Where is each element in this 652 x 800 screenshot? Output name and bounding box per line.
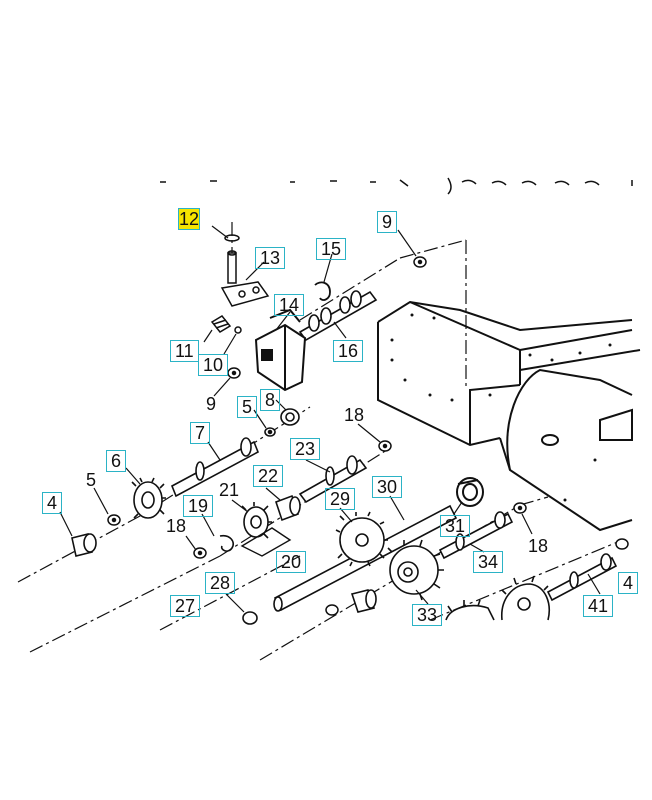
callout-20[interactable]: 20: [276, 551, 307, 573]
callout-10[interactable]: 10: [198, 354, 229, 376]
callout-19[interactable]: 19: [183, 495, 214, 517]
callout-9-left[interactable]: 9: [206, 394, 217, 414]
bushing-8: [264, 408, 300, 437]
washer-4-right: [615, 538, 629, 550]
callout-11[interactable]: 11: [170, 340, 199, 362]
callout-18-left[interactable]: 18: [166, 516, 187, 536]
sprocket-29: [335, 511, 388, 567]
shaft-16: [298, 290, 378, 342]
callout-33[interactable]: 33: [412, 604, 443, 626]
shaft-34: [438, 511, 514, 560]
top-fragment-marks: [160, 177, 633, 195]
clip-19: [219, 534, 235, 552]
callout-30[interactable]: 30: [372, 476, 403, 498]
sprocket-bottom-left: [445, 599, 495, 621]
bushing-4: [71, 533, 97, 557]
bushing-28: [242, 611, 258, 625]
callout-12[interactable]: 12: [178, 208, 201, 230]
shaft-7: [170, 437, 260, 498]
callout-28[interactable]: 28: [205, 572, 236, 594]
washer-18-left: [193, 547, 207, 559]
callout-6[interactable]: 6: [106, 450, 127, 472]
callout-18-upper[interactable]: 18: [344, 405, 365, 425]
callout-5-upper[interactable]: 5: [237, 396, 258, 418]
clip-15: [314, 281, 331, 301]
sleeve-31: [456, 477, 484, 507]
bushing-22: [274, 494, 301, 522]
callout-13[interactable]: 13: [255, 247, 286, 269]
frame-holes: [390, 313, 612, 502]
callout-29[interactable]: 29: [325, 488, 356, 510]
bracket-20: [240, 527, 292, 557]
callout-14[interactable]: 14: [274, 294, 305, 316]
callout-31[interactable]: 31: [440, 515, 471, 537]
callout-9-top[interactable]: 9: [377, 211, 398, 233]
washer-5-lower: [107, 514, 121, 526]
callout-27[interactable]: 27: [170, 595, 201, 617]
sprocket-bottom-right: [501, 575, 550, 621]
callout-41[interactable]: 41: [583, 595, 614, 617]
callout-4-right[interactable]: 4: [618, 572, 639, 594]
washer-9-top: [413, 256, 427, 268]
frame-plate: [377, 300, 641, 532]
gear-21: [241, 502, 272, 539]
callout-7[interactable]: 7: [190, 422, 211, 444]
callout-16[interactable]: 16: [333, 340, 364, 362]
callout-5-lower[interactable]: 5: [86, 470, 97, 490]
callout-21[interactable]: 21: [219, 480, 240, 500]
gear-6: [131, 477, 166, 519]
bushing-mid: [350, 589, 377, 613]
washer-mid: [325, 604, 339, 616]
callout-4-left[interactable]: 4: [42, 492, 63, 514]
shaft-41: [546, 553, 618, 602]
callout-18-right[interactable]: 18: [528, 536, 549, 556]
sprocket-33: [387, 539, 444, 601]
callout-22[interactable]: 22: [253, 465, 284, 487]
leader-lines: [59, 225, 601, 613]
callout-34[interactable]: 34: [473, 551, 504, 573]
callout-8[interactable]: 8: [260, 389, 281, 411]
shaft-23: [298, 455, 368, 504]
bracket-14: [254, 308, 307, 392]
pin-plate-13: [220, 234, 270, 307]
washer-18-upper: [378, 440, 392, 452]
callout-15[interactable]: 15: [316, 238, 347, 260]
callout-23[interactable]: 23: [290, 438, 321, 460]
washer-18-right: [513, 502, 527, 514]
